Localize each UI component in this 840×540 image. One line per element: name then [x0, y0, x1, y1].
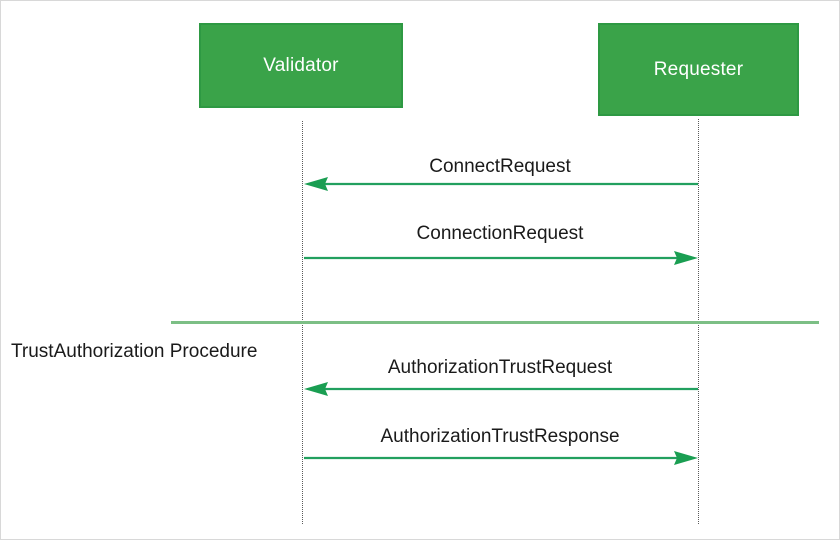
- section-separator-line: [171, 321, 819, 324]
- message-label-connectionrequest: ConnectionRequest: [416, 223, 584, 244]
- message-arrow-connectionrequest: [304, 251, 698, 265]
- actor-label-validator: Validator: [263, 54, 339, 76]
- actor-label-requester: Requester: [653, 58, 744, 80]
- message-arrow-connectrequest: [304, 177, 698, 191]
- message-label-authorizationtrustresponse: AuthorizationTrustResponse: [380, 426, 620, 447]
- actor-box-requester: Requester: [598, 23, 799, 116]
- message-arrow-authorizationtrustresponse: [304, 451, 698, 465]
- message-arrow-authorizationtrustrequest: [304, 382, 698, 396]
- message-label-connectrequest: ConnectRequest: [429, 156, 571, 177]
- section-label-trustauthorization-procedure: TrustAuthorization Procedure: [11, 341, 258, 362]
- actor-box-validator: Validator: [199, 23, 403, 108]
- message-label-authorizationtrustrequest: AuthorizationTrustRequest: [387, 357, 613, 378]
